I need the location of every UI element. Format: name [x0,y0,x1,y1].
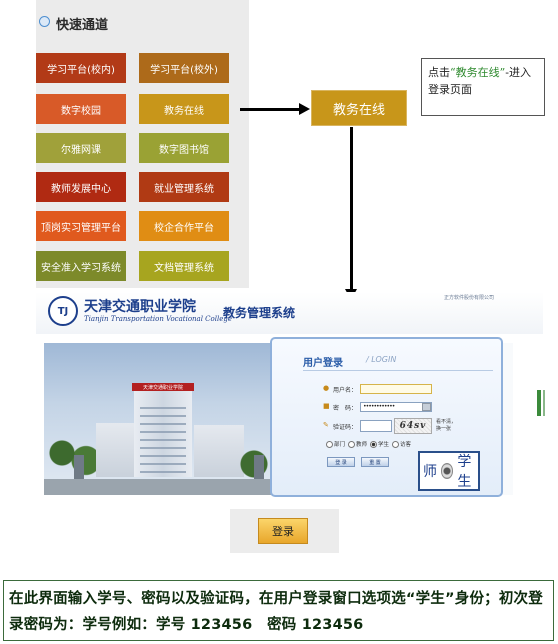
arrow-down-line [350,127,353,290]
user-icon: ● [323,384,330,392]
zoom-prefix-text: 师 [423,464,437,480]
college-name-en: Tianjin Transportation Vocational Colleg… [84,315,232,323]
login-button[interactable]: 登录 [258,518,308,544]
instruction-text: 在此界面输入学号、密码以及验证码，在用户登录窗口选项选“学生”身份；初次登录密码… [3,580,554,641]
quick-channel-button[interactable]: 教师发展中心 [36,172,126,202]
ground [44,479,284,495]
username-label: 用户名： [333,387,358,394]
college-name-cn: 天津交通职业学院 [84,299,196,315]
login-title-en-text: LOGIN [371,355,397,364]
radio-dot-icon[interactable] [348,440,356,448]
note-suffix: -进入登录页面 [428,66,531,96]
quick-channel-button[interactable]: 数字校园 [36,94,126,124]
system-name: 教务管理系统 [223,306,296,320]
radio-dot-icon[interactable] [370,440,378,448]
login-title-en: / LOGIN [366,355,397,364]
quick-channel-button[interactable]: 学习平台(校内) [36,53,126,83]
instruction-note: 点击“教务在线”-进入登录页面 [421,58,545,116]
quick-channel-button[interactable]: 教务在线 [139,94,229,124]
pencil-icon: ✎ [323,421,329,429]
arrow-right-line [240,108,300,111]
password-input[interactable]: •••••••••••• [360,402,432,412]
student-option-zoom: 师 学生 [418,451,480,491]
radio-dot-icon[interactable] [392,440,400,448]
quick-channel-button[interactable]: 就业管理系统 [139,172,229,202]
captcha-label: 验证码： [333,424,358,431]
password-label: 密 码： [333,405,358,412]
gate-right [254,455,264,483]
role-radio-label: 访客 [400,442,412,448]
college-logo-icon: TJ [48,296,78,326]
quick-channel-button[interactable]: 数字图书馆 [139,133,229,163]
role-radio-label: 教师 [356,442,368,448]
building-left [96,423,134,477]
login-title-divider [303,370,493,371]
captcha-image[interactable]: 64sv [394,418,432,434]
role-radio-item[interactable]: 部门 [326,440,345,448]
gate-left [74,455,84,483]
quick-channel-icon [39,16,50,27]
jiaowu-online-button-enlarged[interactable]: 教务在线 [311,90,407,126]
radio-dot-icon[interactable] [326,440,333,448]
role-radio-item[interactable]: 学生 [370,440,389,448]
quick-channel-button[interactable]: 校企合作平台 [139,211,229,241]
quick-channel-button[interactable]: 安全准入学习系统 [36,251,126,281]
note-highlight: “教务在线” [450,66,506,79]
building-windows [140,403,186,473]
role-radio-item[interactable]: 访客 [392,440,411,448]
quick-channel-button[interactable]: 学习平台(校外) [139,53,229,83]
captcha-input[interactable] [360,420,392,432]
building-sign: 天津交通职业学院 [132,383,194,391]
captcha-refresh-link[interactable]: 看不清，换一张 [436,419,457,432]
username-input[interactable] [360,384,432,394]
lock-icon: ■ [323,402,330,410]
quick-channel-button[interactable]: 尔雅网课 [36,133,126,163]
building-sign-text: 天津交通职业学院 [142,384,183,391]
quick-channel-button[interactable]: 文档管理系统 [139,251,229,281]
arrow-right-head-icon [299,103,310,115]
role-radio-item[interactable]: 教师 [348,440,367,448]
keyboard-icon[interactable] [422,403,431,411]
login-title: 用户登录 [303,358,343,369]
scrollbar-track[interactable] [543,390,545,416]
student-zoom-label: 学生 [457,454,472,490]
company-name: 正方软件股份有限公司 [444,295,495,301]
note-prefix: 点击 [428,66,450,79]
quick-channel-title: 快速通道 [56,18,109,33]
student-radio-zoom-icon[interactable] [441,463,454,479]
scrollbar-thumb[interactable] [537,390,541,416]
role-radio-label: 学生 [378,442,390,448]
role-radio-label: 部门 [334,442,346,448]
system-header [36,292,543,334]
role-radio-group: 部门 教师 学生 访客 [326,440,411,448]
quick-channel-button[interactable]: 顶岗实习管理平台 [36,211,126,241]
login-submit-button[interactable]: 登 录 [327,457,355,467]
reset-button[interactable]: 重 置 [361,457,389,467]
